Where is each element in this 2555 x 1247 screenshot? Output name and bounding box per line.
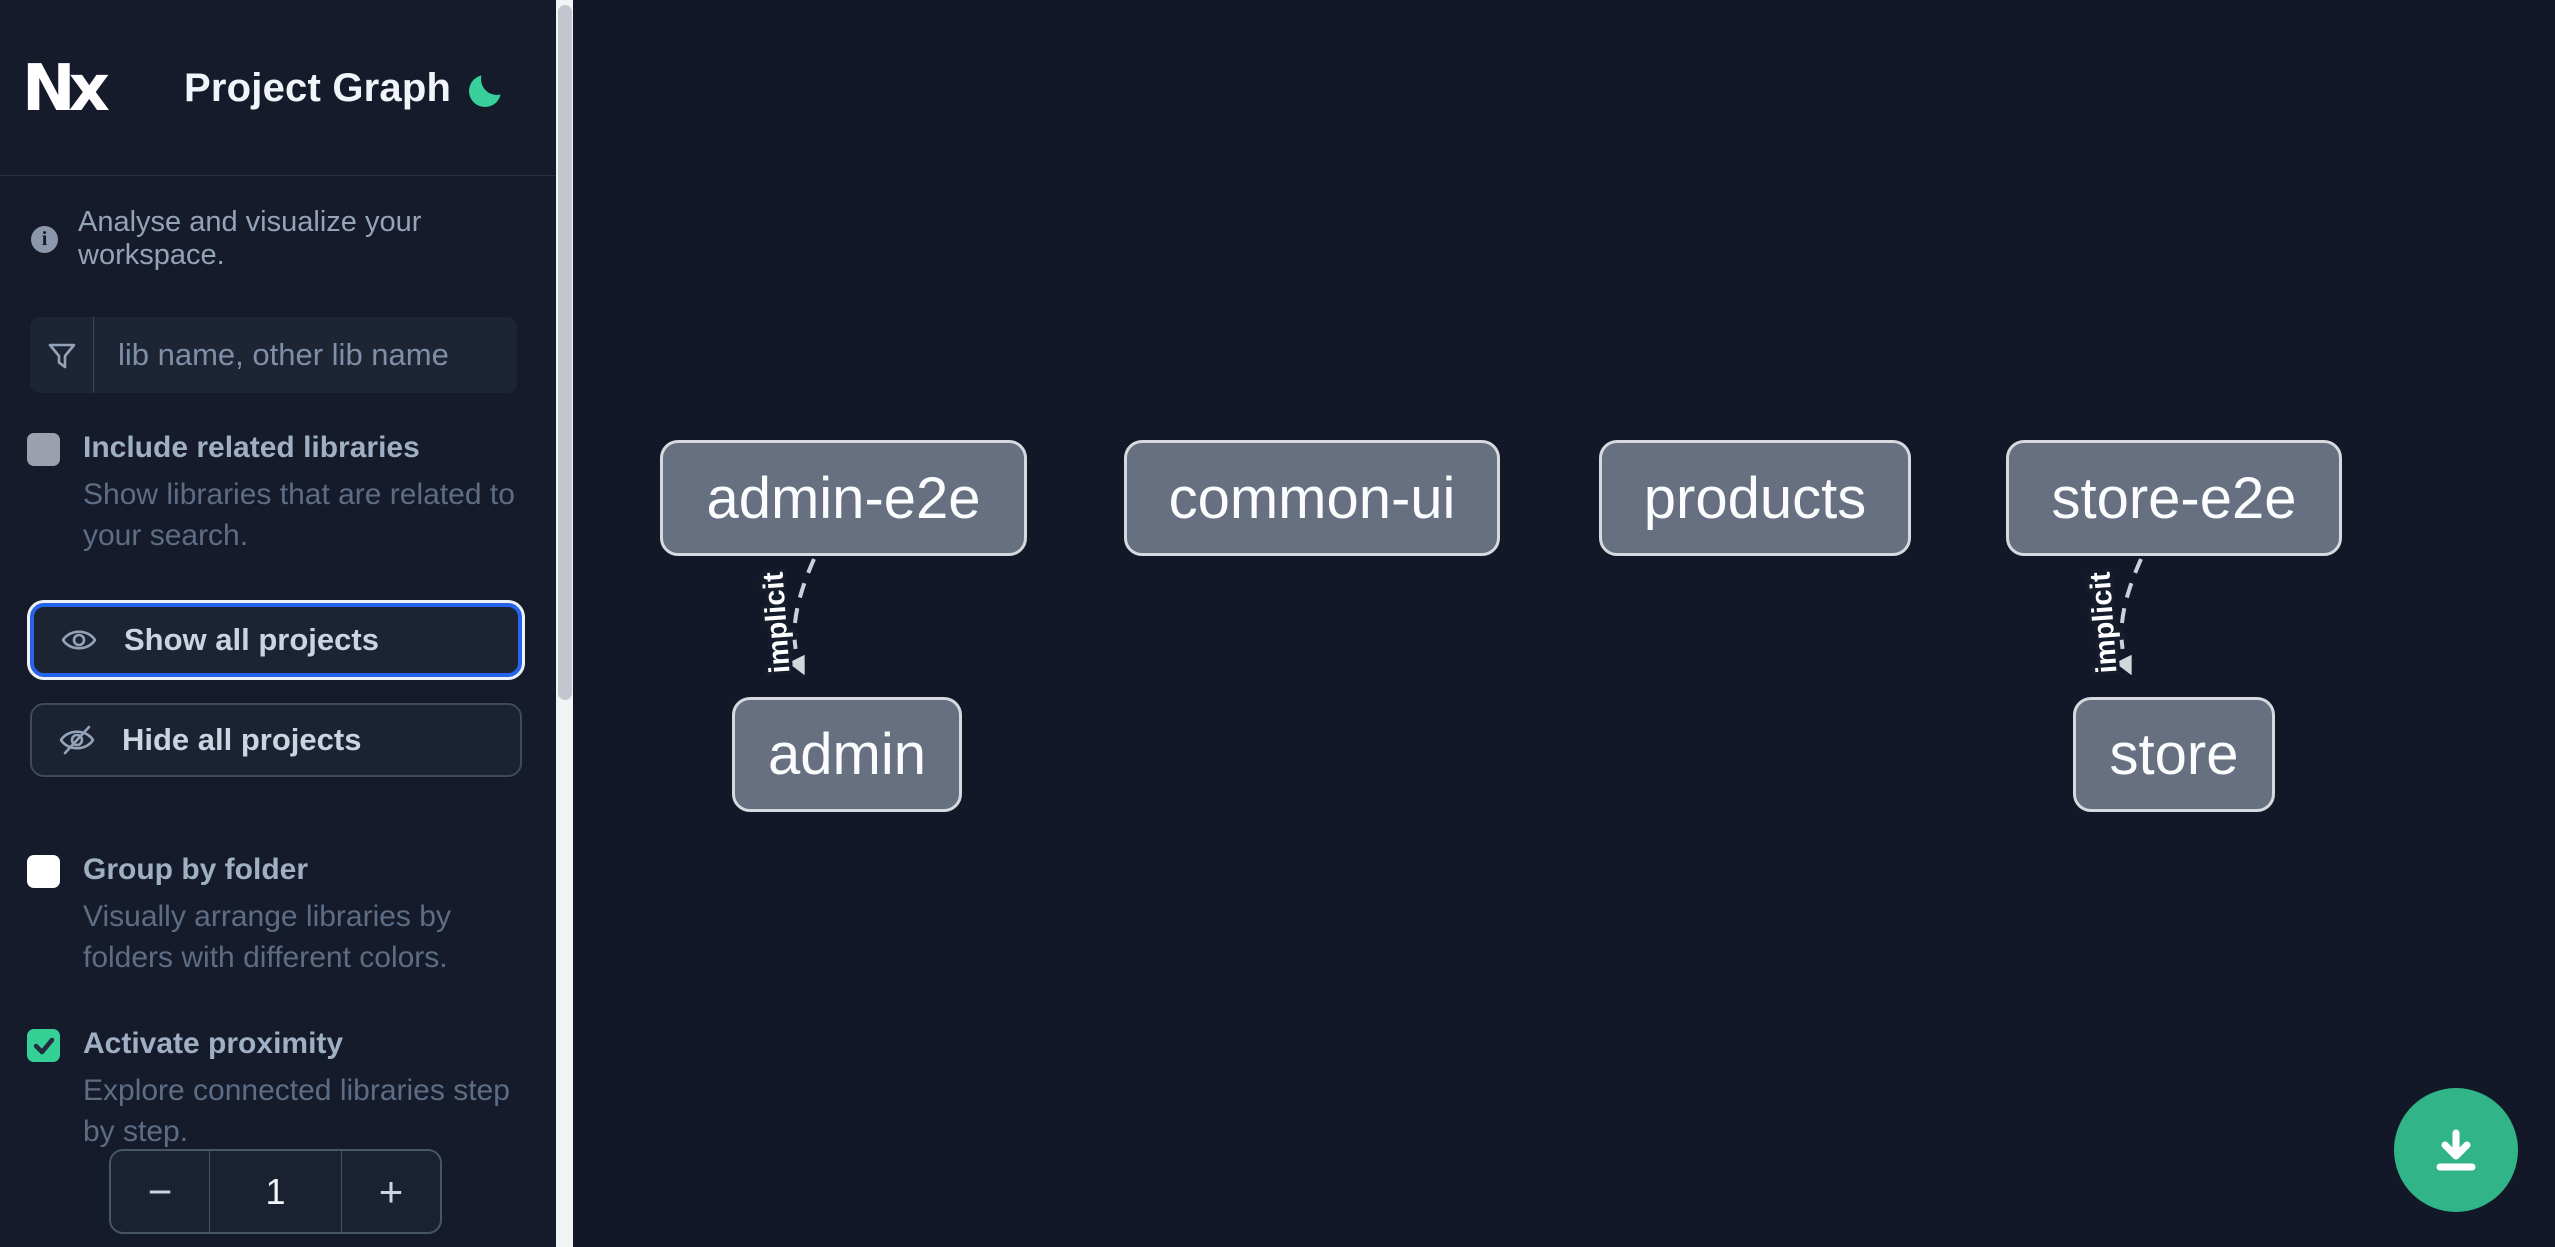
eye-icon: [61, 630, 97, 650]
page-title: Project Graph: [184, 66, 452, 110]
eye-off-icon: [59, 725, 95, 755]
proximity-decrement-button[interactable]: −: [111, 1151, 209, 1232]
include-related-label: Include related libraries: [83, 431, 420, 464]
show-all-projects-button[interactable]: Show all projects: [30, 603, 522, 677]
sidebar: Nx Project Graph i Analyse and visualize…: [0, 0, 573, 1247]
edge-label-implicit: implicit: [2084, 571, 2123, 675]
theme-toggle-moon-icon[interactable]: [466, 69, 508, 111]
download-icon: [2436, 1129, 2476, 1171]
graph-node-admin[interactable]: admin: [732, 697, 962, 812]
filter-box: [30, 317, 541, 393]
include-related-row: Include related libraries Show libraries…: [27, 431, 532, 556]
graph-node-store[interactable]: store: [2073, 697, 2275, 812]
proximity-depth-stepper: − 1 +: [109, 1149, 442, 1234]
group-by-folder-label: Group by folder: [83, 853, 308, 886]
activate-proximity-row: Activate proximity Explore connected lib…: [27, 1027, 532, 1152]
filter-input[interactable]: [94, 317, 541, 393]
sidebar-header: Nx Project Graph: [0, 0, 557, 176]
workspace-tagline-row: i Analyse and visualize your workspace.: [31, 206, 531, 272]
nx-logo: Nx: [22, 52, 122, 126]
hide-all-projects-button[interactable]: Hide all projects: [30, 703, 522, 777]
proximity-increment-button[interactable]: +: [342, 1151, 440, 1232]
project-graph-canvas[interactable]: implicit implicit admin-e2e common-ui pr…: [573, 0, 2555, 1247]
edge-admin-e2e-to-admin: implicit: [754, 558, 816, 678]
checkmark-icon: [33, 1037, 54, 1054]
group-by-folder-row: Group by folder Visually arrange librari…: [27, 853, 532, 978]
workspace-tagline: Analyse and visualize your workspace.: [78, 206, 422, 271]
graph-node-store-e2e[interactable]: store-e2e: [2006, 440, 2342, 556]
edge-store-e2e-to-store: implicit: [2081, 558, 2143, 678]
proximity-depth-value: 1: [209, 1151, 342, 1232]
info-icon: i: [31, 225, 58, 253]
sidebar-scrollbar[interactable]: [556, 0, 573, 1247]
graph-node-products[interactable]: products: [1599, 440, 1911, 556]
edge-label-implicit: implicit: [757, 571, 796, 675]
activate-proximity-label: Activate proximity: [83, 1027, 344, 1060]
include-related-checkbox[interactable]: [27, 433, 60, 466]
download-graph-button[interactable]: [2394, 1088, 2518, 1212]
graph-node-common-ui[interactable]: common-ui: [1124, 440, 1500, 556]
nx-logo-text: Nx: [22, 52, 110, 126]
show-all-projects-label: Show all projects: [124, 622, 379, 657]
activate-proximity-checkbox[interactable]: [27, 1029, 60, 1062]
group-by-folder-description: Visually arrange libraries by folders wi…: [83, 900, 451, 974]
graph-edges: implicit implicit: [754, 558, 2143, 678]
sidebar-scrollbar-thumb[interactable]: [557, 5, 572, 700]
activate-proximity-description: Explore connected libraries step by step…: [83, 1074, 510, 1148]
include-related-description: Show libraries that are related to your …: [83, 478, 515, 552]
hide-all-projects-label: Hide all projects: [122, 722, 362, 757]
group-by-folder-checkbox[interactable]: [27, 855, 60, 888]
funnel-filter-icon: [30, 317, 94, 393]
graph-node-admin-e2e[interactable]: admin-e2e: [660, 440, 1027, 556]
